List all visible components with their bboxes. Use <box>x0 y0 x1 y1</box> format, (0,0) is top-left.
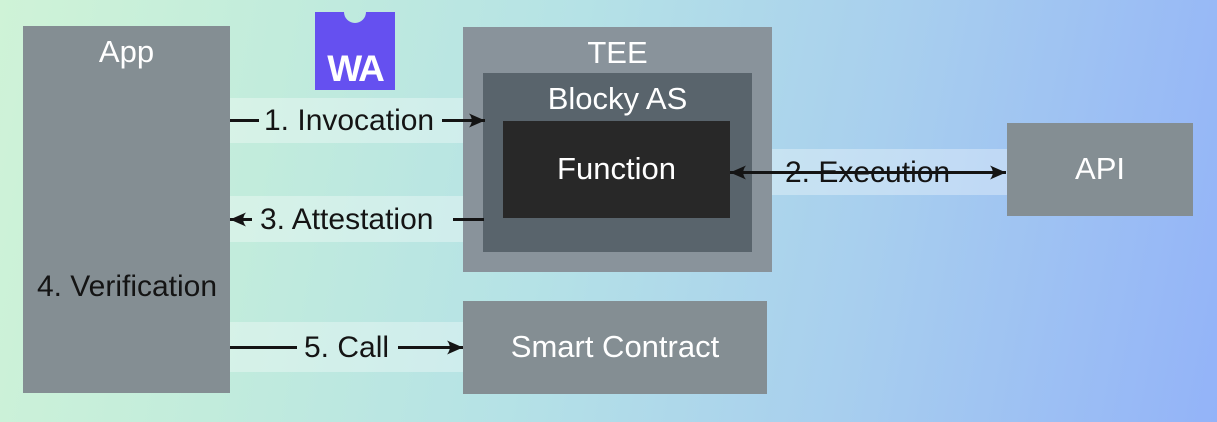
attestation-step-label: 3. Attestation <box>260 203 434 236</box>
blocky-as-node-label: Blocky AS <box>547 81 688 116</box>
attestation-label-highlight <box>230 196 463 242</box>
webassembly-badge-text: WA <box>327 48 385 89</box>
tee-node: TEE Blocky AS Function <box>463 27 772 272</box>
function-node-label: Function <box>557 151 676 187</box>
app-node: App <box>23 26 230 393</box>
webassembly-icon: WA <box>315 12 395 90</box>
execution-step-label: 2. Execution <box>785 156 951 189</box>
call-step-label: 5. Call <box>304 331 390 364</box>
invocation-label-highlight <box>230 98 463 143</box>
app-node-label: App <box>98 34 155 69</box>
blocky-as-node: Blocky AS Function <box>483 73 752 252</box>
webassembly-badge-shape <box>315 12 395 90</box>
api-node: API <box>1007 123 1193 216</box>
function-node: Function <box>503 121 730 218</box>
tee-node-label: TEE <box>587 35 648 70</box>
verification-step-label: 4. Verification <box>36 270 218 303</box>
api-node-label: API <box>1075 151 1125 187</box>
invocation-step-label: 1. Invocation <box>264 104 435 137</box>
smart-contract-node-label: Smart Contract <box>510 329 720 365</box>
smart-contract-node: Smart Contract <box>463 301 767 394</box>
